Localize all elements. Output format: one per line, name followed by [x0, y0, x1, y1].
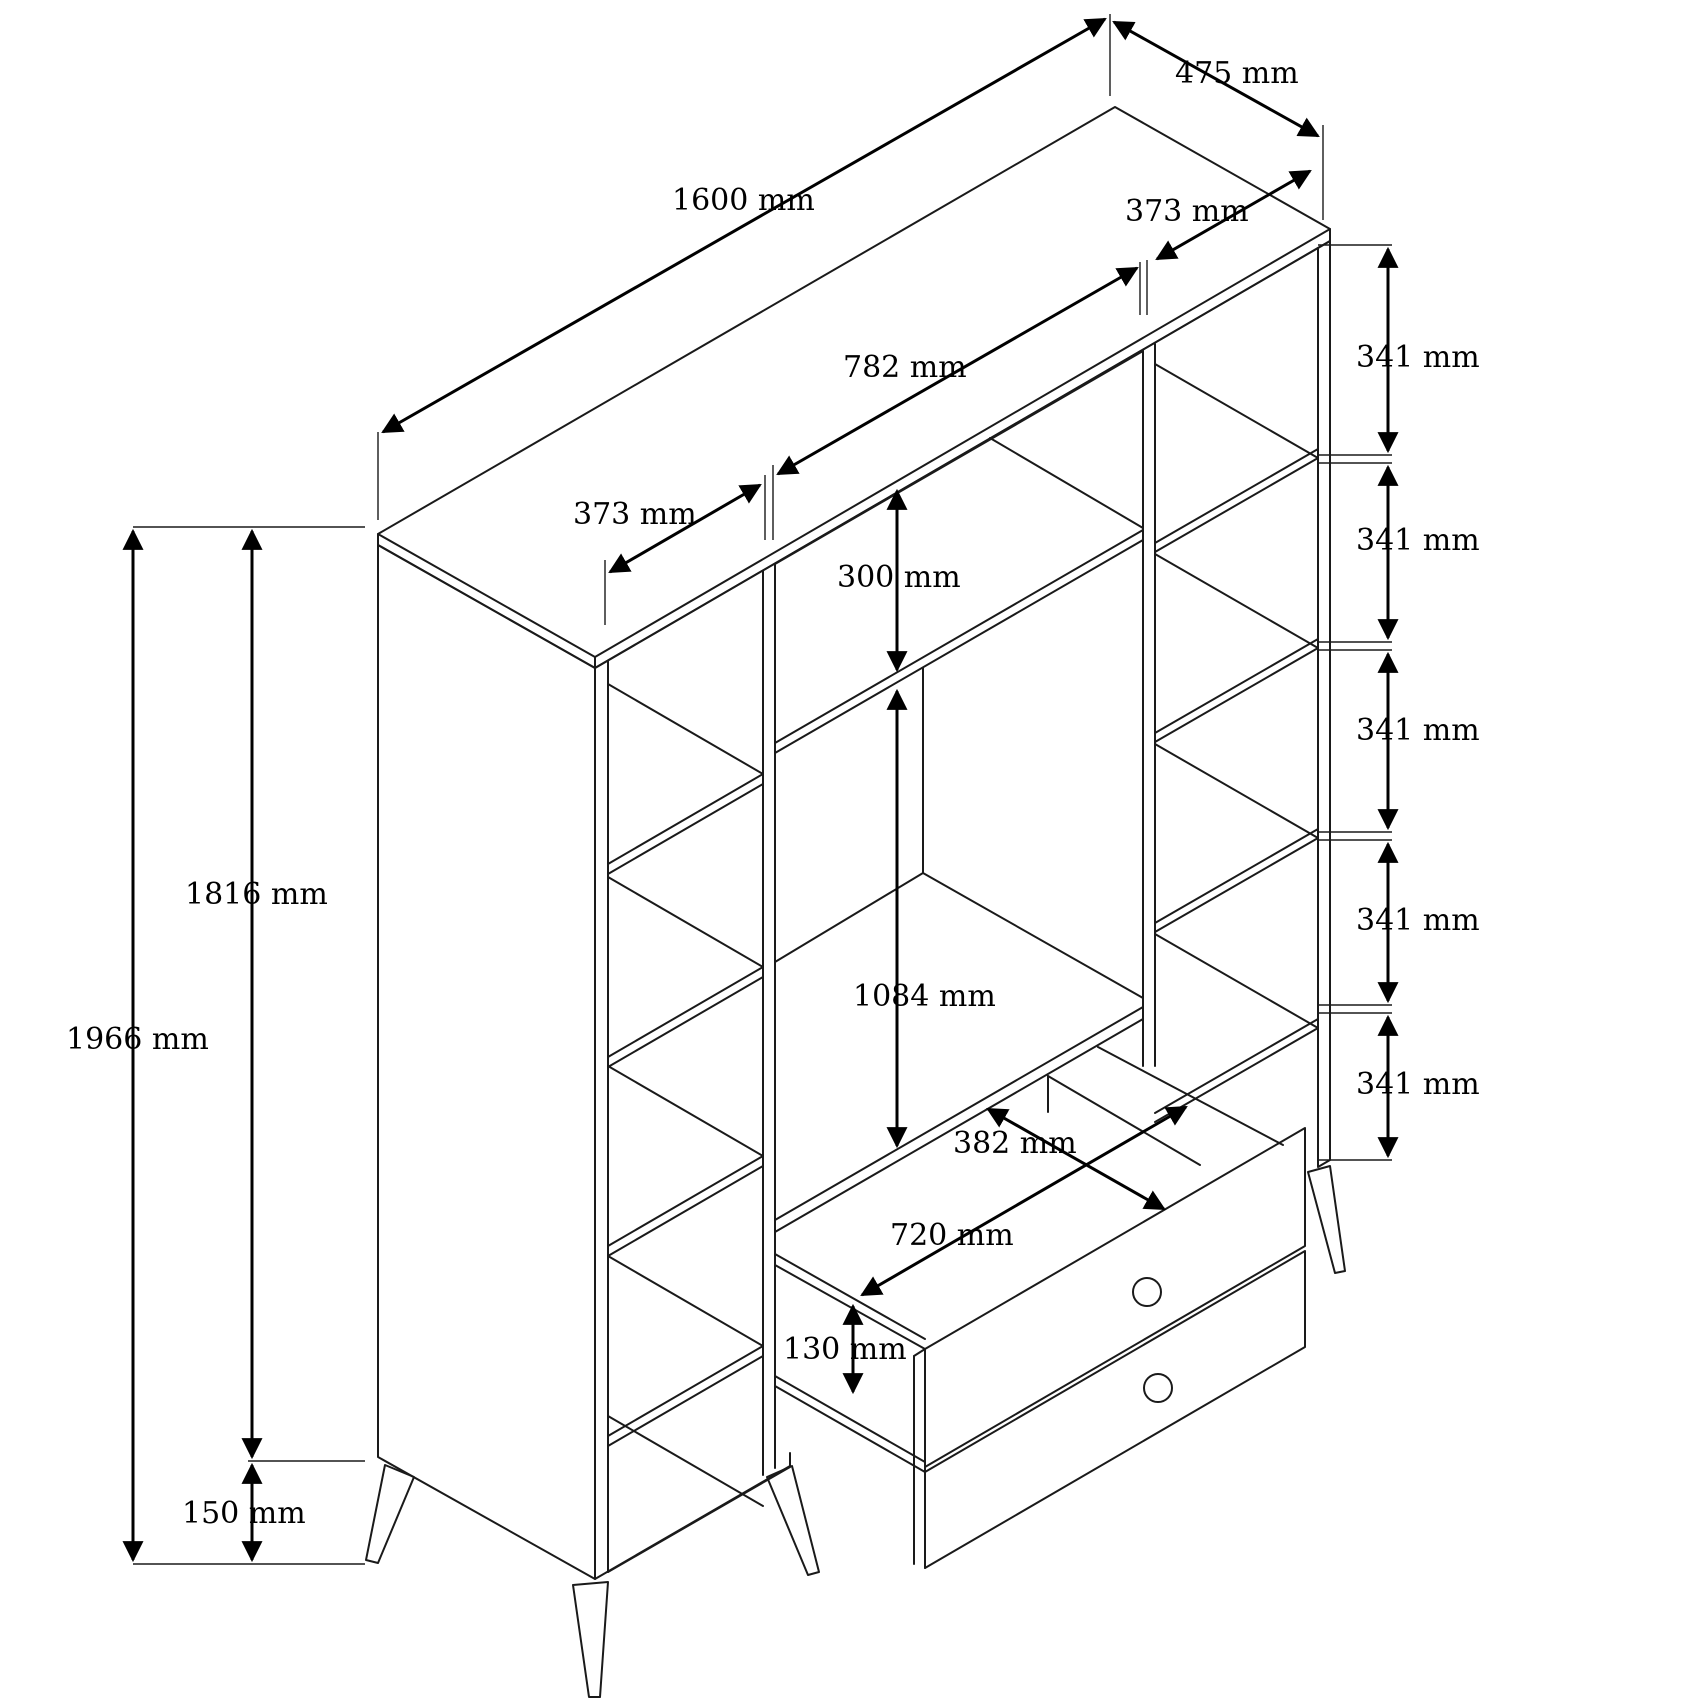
dimension-labels: 1600 mm 475 mm 373 mm 782 mm 373 mm 341 …	[66, 56, 1480, 1531]
label-total-height: 1966 mm	[66, 1022, 209, 1057]
dim-line-total-width	[381, 17, 1107, 434]
label-top-compartment: 300 mm	[837, 560, 961, 595]
label-right-shelf-2: 341 mm	[1356, 523, 1480, 558]
dim-line-left-section-width	[608, 483, 762, 574]
label-right-section-width: 373 mm	[1125, 194, 1249, 229]
dim-line-right-section-width	[1155, 169, 1312, 261]
left-section-shelves	[607, 683, 764, 1507]
label-body-height: 1816 mm	[185, 877, 328, 912]
dim-line-middle-width	[776, 266, 1139, 476]
dim-line-total-depth	[1112, 20, 1320, 138]
label-drawer-depth: 382 mm	[953, 1126, 1077, 1161]
leg-front-middle	[766, 1465, 820, 1576]
label-right-shelf-3: 341 mm	[1356, 713, 1480, 748]
label-right-shelf-1: 341 mm	[1356, 340, 1480, 375]
leg-back-left	[365, 1464, 415, 1564]
label-middle-compartment: 1084 mm	[853, 979, 996, 1014]
top-panel-thickness	[377, 228, 1331, 669]
drawer-front-upper	[924, 1127, 1306, 1468]
label-drawer-width: 720 mm	[890, 1218, 1014, 1253]
label-total-depth: 475 mm	[1175, 56, 1299, 91]
dim-line-drawer-width	[860, 1105, 1188, 1297]
left-side-panel	[377, 544, 596, 1580]
label-left-section-width: 373 mm	[573, 497, 697, 532]
label-right-shelf-4: 341 mm	[1356, 903, 1480, 938]
drawer-knob-upper	[1132, 1277, 1162, 1307]
wardrobe-body	[365, 106, 1346, 1698]
label-drawer-height: 130 mm	[783, 1332, 907, 1367]
dimension-lines	[122, 14, 1399, 1565]
label-right-shelf-5: 341 mm	[1356, 1067, 1480, 1102]
drawer-front-lower	[924, 1250, 1306, 1569]
label-leg-height: 150 mm	[182, 1496, 306, 1531]
leg-front-left	[572, 1581, 609, 1698]
label-total-width: 1600 mm	[672, 183, 815, 218]
right-section-shelves	[1154, 363, 1319, 1123]
leg-back-right	[1307, 1165, 1346, 1274]
legs	[365, 1165, 1346, 1698]
drawer-knob-lower	[1143, 1373, 1173, 1403]
label-middle-width: 782 mm	[843, 350, 967, 385]
